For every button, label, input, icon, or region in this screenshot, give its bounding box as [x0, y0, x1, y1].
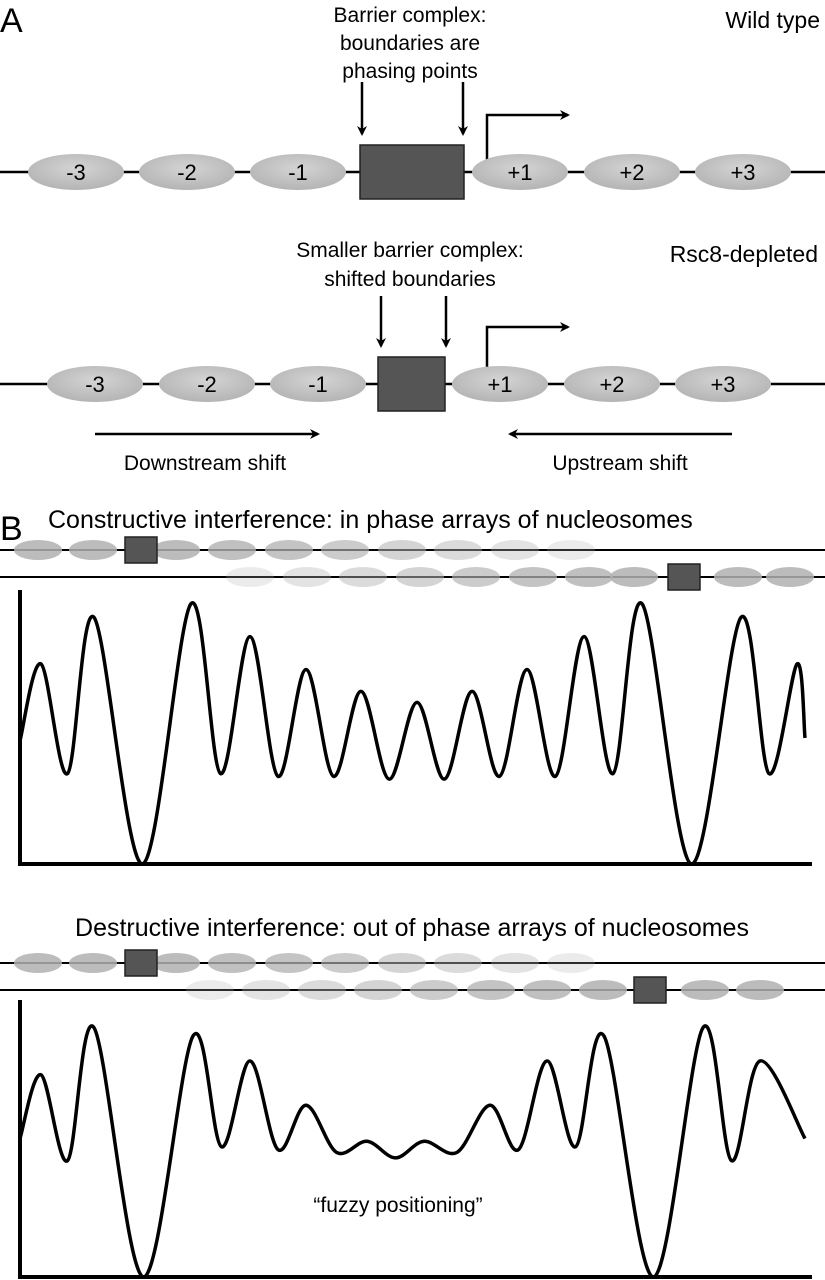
- wt-annotation-line1: Barrier complex:: [334, 4, 487, 27]
- constructive-section: Constructive interference: in phase arra…: [0, 506, 825, 866]
- destructive-array-1-nucleosome: [208, 953, 256, 973]
- rsc8-nucleosome: [47, 366, 143, 402]
- rsc8-nucleosome: [675, 366, 771, 402]
- rsc8-nucleosome-label: +2: [599, 372, 624, 397]
- destructive-array-1-nucleosome: [265, 953, 313, 973]
- wt-nucleosome-label: -1: [288, 160, 308, 185]
- destructive-array-1-nucleosome: [321, 953, 369, 973]
- constructive-occupancy-curve: [18, 601, 807, 866]
- rsc8-annotation-line1: Smaller barrier complex:: [296, 239, 524, 262]
- constructive-array-1-nucleosome: [208, 540, 256, 560]
- constructive-array-2-nucleosome: [339, 567, 387, 587]
- rsc8-nucleosome-label: -3: [85, 372, 105, 397]
- wt-nucleosome-label: +1: [507, 160, 532, 185]
- constructive-array-2-nucleosome: [509, 567, 557, 587]
- destructive-array-2-nucleosome: [410, 980, 458, 1000]
- wt-tss-arrow: [485, 110, 570, 172]
- destructive-array-1-nucleosome: [378, 953, 426, 973]
- constructive-array-2-nucleosome: [565, 567, 613, 587]
- rsc8-nucleosome-label: +1: [487, 372, 512, 397]
- wt-nucleosome-label: -2: [177, 160, 197, 185]
- constructive-array-2-nucleosome: [610, 567, 658, 587]
- rsc8-annotation-line2: shifted boundaries: [324, 268, 496, 291]
- constructive-array-2-nucleosome: [283, 567, 331, 587]
- wt-nucleosome: [139, 154, 235, 190]
- constructive-array-2-nucleosome: [766, 567, 814, 587]
- fuzzy-positioning-label: “fuzzy positioning”: [313, 1194, 482, 1217]
- rsc8-nucleosome: [159, 366, 255, 402]
- wt-nucleosome: [472, 154, 568, 190]
- constructive-array-2-nucleosome: [714, 567, 762, 587]
- downstream-shift-label: Downstream shift: [124, 452, 286, 475]
- destructive-array-1-nucleosome: [14, 953, 62, 973]
- wt-nucleosome: [250, 154, 346, 190]
- constructive-array-1-nucleosome: [491, 540, 539, 560]
- panel-a-letter: A: [0, 2, 23, 40]
- constructive-array-1-nucleosome: [321, 540, 369, 560]
- rsc8-nucleosome-label: -2: [197, 372, 217, 397]
- destructive-array-1-nucleosome: [69, 953, 117, 973]
- wt-nucleosome: [584, 154, 680, 190]
- destructive-array-2-nucleosome: [467, 980, 515, 1000]
- constructive-array-1-nucleosome: [265, 540, 313, 560]
- destructive-array-2-nucleosome: [579, 980, 627, 1000]
- destructive-array-2-nucleosome: [681, 980, 729, 1000]
- constructive-array-2-nucleosome: [226, 567, 274, 587]
- rsc8-nucleosome: [270, 366, 366, 402]
- destructive-title: Destructive interference: out of phase a…: [75, 914, 749, 942]
- destructive-array-2-nucleosome: [242, 980, 290, 1000]
- wt-nucleosome: [28, 154, 124, 190]
- rsc8-nucleosome: [564, 366, 660, 402]
- wt-annotation-line3: phasing points: [342, 60, 477, 83]
- destructive-array-2-barrier-complex: [633, 976, 667, 1004]
- rsc8-tss-arrow: [485, 322, 570, 384]
- upstream-shift-label: Upstream shift: [552, 452, 688, 475]
- destructive-array-1-nucleosome: [547, 953, 595, 973]
- constructive-array-1-nucleosome: [547, 540, 595, 560]
- destructive-array-1-nucleosome: [152, 953, 200, 973]
- destructive-array-2-nucleosome: [523, 980, 571, 1000]
- destructive-section: Destructive interference: out of phase a…: [0, 914, 825, 1279]
- panel-b-letter: B: [0, 510, 23, 548]
- destructive-array-1-nucleosome: [434, 953, 482, 973]
- wt-barrier-complex: [359, 144, 465, 200]
- constructive-array-1-barrier-complex: [124, 536, 158, 564]
- destructive-array-1-barrier-complex: [124, 949, 158, 977]
- destructive-array-2-nucleosome: [736, 980, 784, 1000]
- destructive-occupancy-curve: [18, 1024, 807, 1279]
- wt-nucleosome-label: +2: [619, 160, 644, 185]
- rsc8-nucleosome: [452, 366, 548, 402]
- wt-nucleosome-label: -3: [66, 160, 86, 185]
- wt-nucleosome-label: +3: [730, 160, 755, 185]
- constructive-array-1-nucleosome: [14, 540, 62, 560]
- wildtype-diagram: Wild type Barrier complex: boundaries ar…: [0, 4, 825, 200]
- wt-annotation-line2: boundaries are: [340, 32, 480, 55]
- destructive-array-2-nucleosome: [186, 980, 234, 1000]
- constructive-title: Constructive interference: in phase arra…: [48, 506, 693, 534]
- constructive-array-1-nucleosome: [69, 540, 117, 560]
- rsc8-diagram: Rsc8-depleted Smaller barrier complex: s…: [0, 239, 825, 475]
- destructive-array-1-nucleosome: [491, 953, 539, 973]
- wildtype-label: Wild type: [725, 7, 820, 33]
- constructive-array-1-nucleosome: [378, 540, 426, 560]
- constructive-array-1-nucleosome: [434, 540, 482, 560]
- destructive-array-2-nucleosome: [298, 980, 346, 1000]
- wt-nucleosome: [695, 154, 791, 190]
- constructive-array-2-barrier-complex: [667, 563, 701, 591]
- destructive-array-2-nucleosome: [354, 980, 402, 1000]
- constructive-array-1-nucleosome: [152, 540, 200, 560]
- constructive-array-2-nucleosome: [452, 567, 500, 587]
- constructive-array-2-nucleosome: [396, 567, 444, 587]
- rsc8-nucleosome-label: +3: [710, 372, 735, 397]
- rsc8-label: Rsc8-depleted: [670, 241, 818, 267]
- rsc8-barrier-complex: [377, 356, 446, 412]
- rsc8-nucleosome-label: -1: [308, 372, 328, 397]
